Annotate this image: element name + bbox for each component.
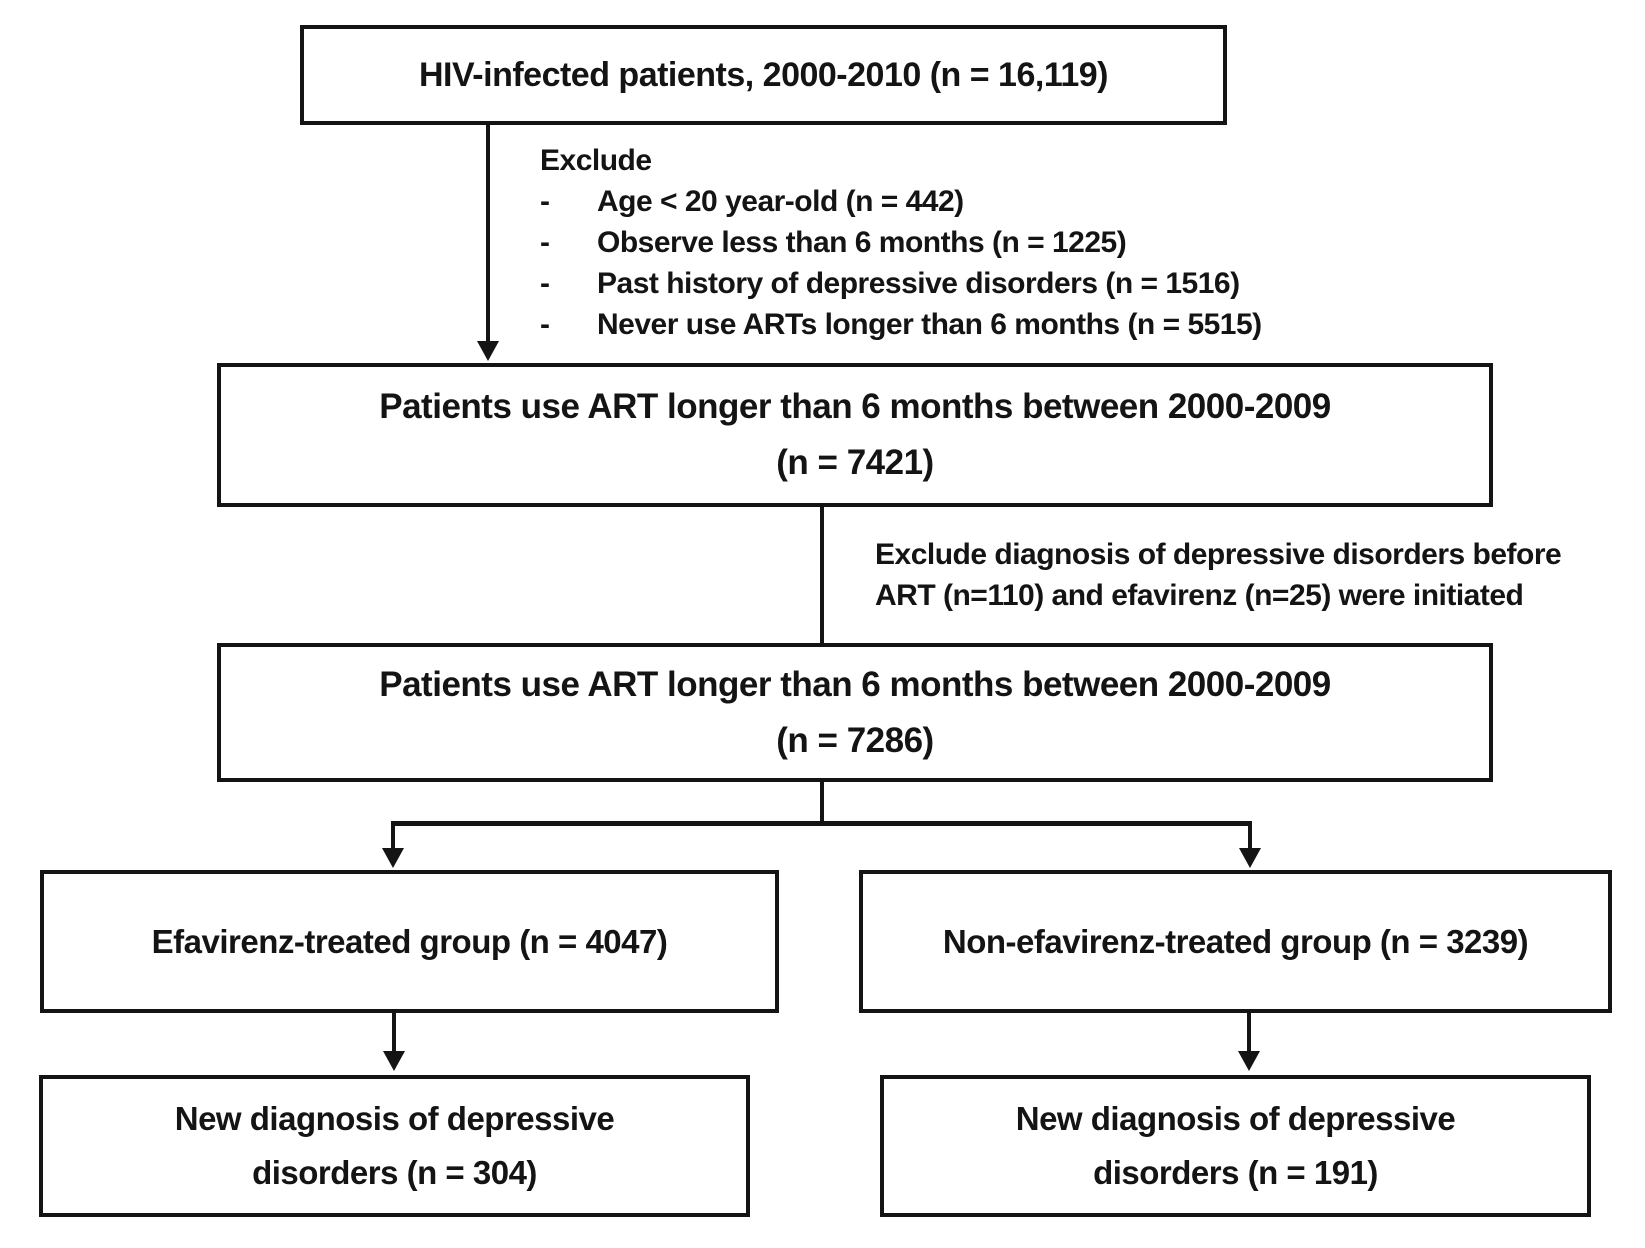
- box-hiv-infected-patients-label: HIV-infected patients, 2000-2010 (n = 16…: [419, 55, 1109, 94]
- exclusion-list: Exclude - Age < 20 year-old (n = 442) - …: [540, 140, 1262, 345]
- box-non-efavirenz-group-label: Non-efavirenz-treated group (n = 3239): [942, 922, 1529, 960]
- box-new-diagnosis-non-efavirenz: New diagnosis of depressive disorders (n…: [880, 1075, 1591, 1217]
- box-art-7421-line1: Patients use ART longer than 6 months be…: [379, 387, 1331, 426]
- branch-right-drop: [1248, 821, 1252, 850]
- exclusion-note-line1: Exclude diagnosis of depressive disorder…: [875, 538, 1562, 571]
- branch-crossbar: [391, 821, 1252, 826]
- branch-stem: [820, 782, 824, 825]
- box-new-diagnosis-efavirenz-line1: New diagnosis of depressive: [174, 1100, 615, 1137]
- bullet-dash: -: [540, 226, 550, 259]
- box-new-diagnosis-non-efavirenz-line2: disorders (n = 191): [1093, 1154, 1378, 1191]
- arrowhead-down: [383, 1051, 405, 1071]
- box-art-7421: Patients use ART longer than 6 months be…: [217, 363, 1493, 507]
- exclusion-note: Exclude diagnosis of depressive disorder…: [875, 534, 1562, 616]
- arrowhead-down: [477, 341, 499, 361]
- connector-top-to-7421: [486, 125, 490, 345]
- exclusion-note-line2: ART (n=110) and efavirenz (n=25) were in…: [875, 579, 1524, 612]
- exclusion-list-header-row: Exclude: [540, 140, 1262, 181]
- exclusion-item: - Age < 20 year-old (n = 442): [540, 181, 1262, 222]
- exclusion-item-label: Past history of depressive disorders (n …: [597, 267, 1240, 300]
- exclusion-item-label: Never use ARTs longer than 6 months (n =…: [597, 308, 1262, 341]
- box-new-diagnosis-non-efavirenz-line1: New diagnosis of depressive: [1015, 1100, 1456, 1137]
- exclusion-item: - Never use ARTs longer than 6 months (n…: [540, 304, 1262, 345]
- connector-efavirenz-to-outcome: [392, 1013, 396, 1053]
- exclusion-item: - Observe less than 6 months (n = 1225): [540, 222, 1262, 263]
- exclusion-item: - Past history of depressive disorders (…: [540, 263, 1262, 304]
- connector-non-efavirenz-to-outcome: [1247, 1013, 1251, 1053]
- box-art-7286-line1: Patients use ART longer than 6 months be…: [379, 664, 1331, 704]
- box-art-7421-line2: (n = 7421): [776, 443, 934, 482]
- bullet-dash: -: [540, 308, 550, 341]
- box-art-7286: Patients use ART longer than 6 months be…: [217, 643, 1493, 782]
- box-efavirenz-group-label: Efavirenz-treated group (n = 4047): [151, 922, 668, 960]
- box-new-diagnosis-efavirenz-line2: disorders (n = 304): [252, 1154, 537, 1191]
- bullet-dash: -: [540, 267, 550, 300]
- exclusion-item-label: Observe less than 6 months (n = 1225): [597, 226, 1127, 259]
- exclusion-list-header: Exclude: [540, 144, 652, 177]
- bullet-dash: -: [540, 185, 550, 218]
- box-art-7286-line2: (n = 7286): [776, 720, 934, 760]
- arrowhead-down: [1239, 848, 1261, 868]
- connector-7421-to-7286: [820, 507, 824, 643]
- box-hiv-infected-patients: HIV-infected patients, 2000-2010 (n = 16…: [300, 25, 1227, 125]
- box-new-diagnosis-efavirenz: New diagnosis of depressive disorders (n…: [39, 1075, 750, 1217]
- exclusion-item-label: Age < 20 year-old (n = 442): [597, 185, 964, 218]
- box-efavirenz-group: Efavirenz-treated group (n = 4047): [40, 870, 779, 1013]
- arrowhead-down: [382, 848, 404, 868]
- branch-left-drop: [391, 821, 395, 850]
- arrowhead-down: [1238, 1051, 1260, 1071]
- box-non-efavirenz-group: Non-efavirenz-treated group (n = 3239): [859, 870, 1612, 1013]
